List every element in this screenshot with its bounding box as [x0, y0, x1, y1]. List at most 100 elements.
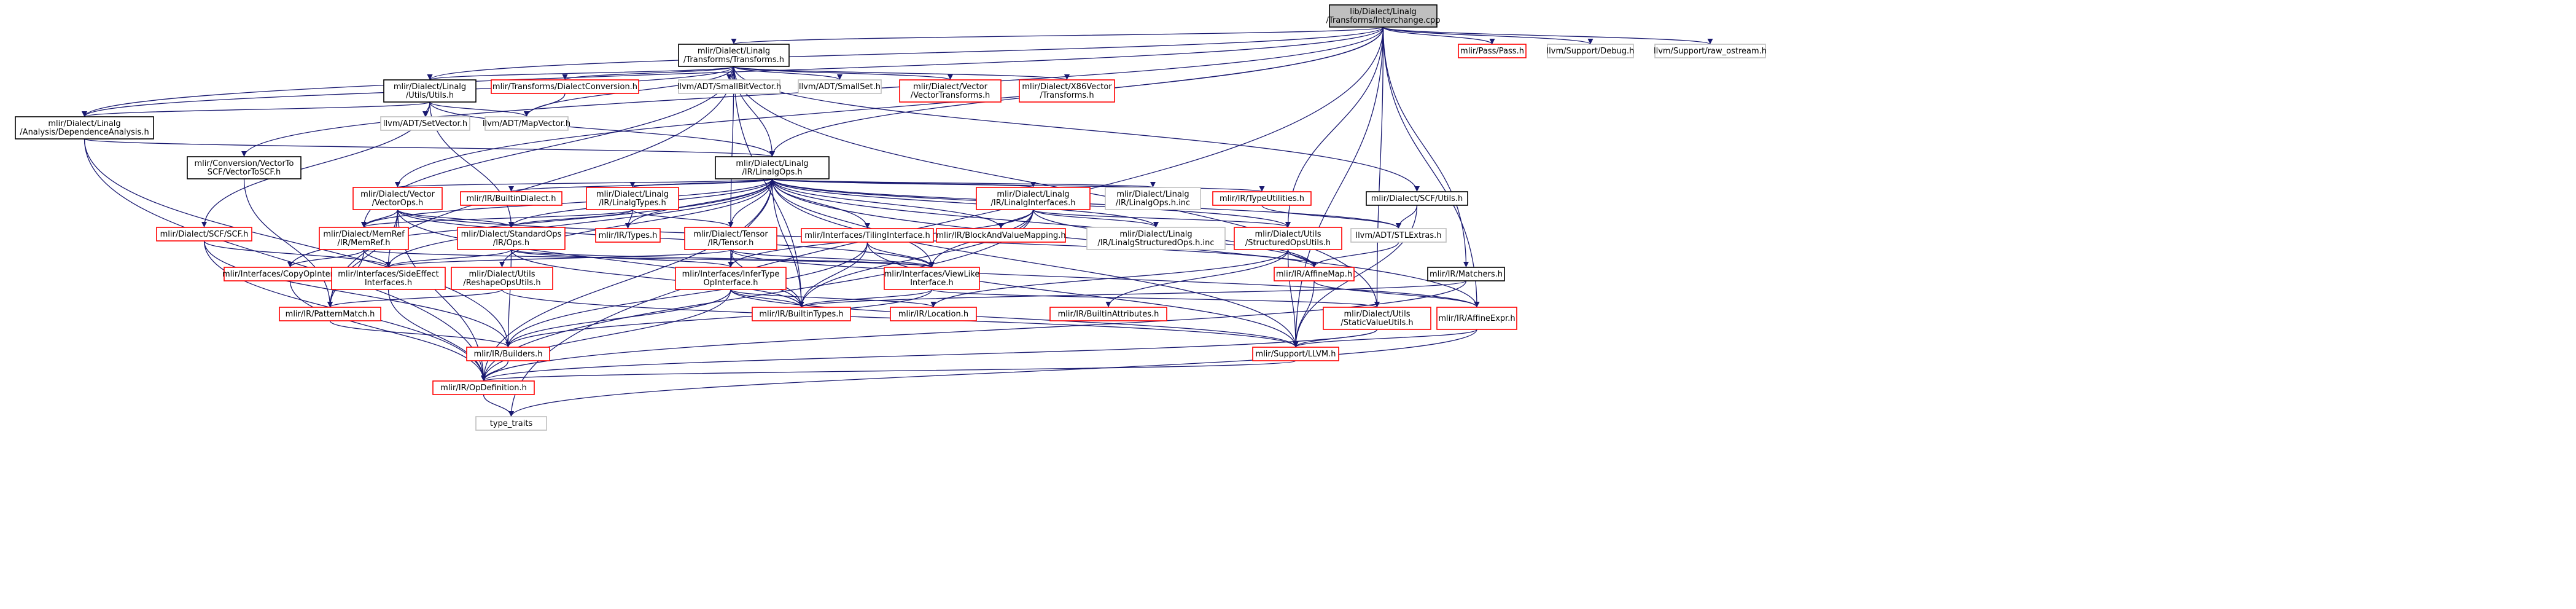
node-label: mlir/Conversion/VectorTo	[195, 159, 294, 168]
node-box	[1234, 227, 1342, 250]
node-linalgops[interactable]: mlir/Dialect/Linalg/IR/LinalgOps.h	[715, 156, 830, 179]
node-linalginterfaces[interactable]: mlir/Dialect/Linalg/IR/LinalgInterfaces.…	[976, 187, 1091, 210]
node-structuredopsinc[interactable]: mlir/Dialect/Linalg/IR/LinalgStructuredO…	[1086, 227, 1226, 250]
node-box	[1274, 267, 1355, 281]
node-tilinginterface[interactable]: mlir/Interfaces/TilingInterface.h	[801, 228, 934, 243]
node-affinemap[interactable]: mlir/IR/AffineMap.h	[1274, 267, 1355, 281]
node-box	[1105, 187, 1201, 210]
node-linalgtypes[interactable]: mlir/Dialect/Linalg/IR/LinalgTypes.h	[586, 187, 679, 210]
node-label: mlir/Dialect/MemRef	[323, 230, 405, 239]
node-box	[15, 116, 154, 139]
node-type_traits[interactable]: type_traits	[475, 416, 547, 431]
node-box	[491, 79, 639, 94]
node-memref[interactable]: mlir/Dialect/MemRef/IR/MemRef.h	[319, 227, 409, 250]
node-builtinattributes[interactable]: mlir/IR/BuiltinAttributes.h	[1049, 307, 1167, 321]
node-x86vector[interactable]: mlir/Dialect/X86Vector/Transforms.h	[1019, 79, 1115, 103]
node-box	[156, 227, 252, 242]
node-smallset[interactable]: llvm/ADT/SmallSet.h	[798, 79, 882, 94]
node-matchers[interactable]: mlir/IR/Matchers.h	[1427, 267, 1505, 281]
node-box	[279, 307, 381, 321]
node-box	[715, 156, 830, 179]
node-label: mlir/Dialect/Utils	[469, 270, 535, 279]
node-pass[interactable]: mlir/Pass/Pass.h	[1458, 44, 1527, 58]
edge-root-to-llvm	[1293, 26, 1384, 348]
node-tensor[interactable]: mlir/Dialect/Tensor/IR/Tensor.h	[684, 227, 777, 250]
edge-linalgops-to-vectorops	[395, 178, 773, 188]
edge-root-to-pass	[1382, 26, 1495, 45]
edge-linalgtypes-to-memref	[361, 209, 633, 228]
node-box	[466, 347, 550, 361]
node-scfutils[interactable]: mlir/Dialect/SCF/Utils.h	[1366, 191, 1468, 206]
node-dialectconv[interactable]: mlir/Transforms/DialectConversion.h	[491, 79, 639, 94]
node-reshapeopsutils[interactable]: mlir/Dialect/Utils/ReshapeOpsUtils.h	[451, 267, 553, 290]
edge-memref-to-copyopinterface	[287, 249, 365, 268]
edge-depanalysis-to-opdefinition	[84, 138, 487, 382]
node-builtindialect[interactable]: mlir/IR/BuiltinDialect.h	[460, 191, 562, 206]
node-label: /IR/LinalgOps.h	[742, 168, 802, 177]
edge-root-to-staticvalueutils	[1374, 26, 1384, 308]
node-label: mlir/IR/PatternMatch.h	[286, 310, 375, 319]
node-opdefinition[interactable]: mlir/IR/OpDefinition.h	[432, 380, 535, 395]
node-label: /IR/Ops.h	[493, 238, 529, 248]
edge-affineexpr-to-type_traits	[508, 329, 1477, 417]
node-debug[interactable]: llvm/Support/Debug.h	[1547, 44, 1635, 58]
node-stlextras[interactable]: llvm/ADT/STLExtras.h	[1350, 228, 1447, 243]
edge-infertype-to-builders	[505, 289, 731, 348]
node-smallbitvector[interactable]: llvm/ADT/SmallBitVector.h	[677, 79, 782, 94]
node-label: mlir/IR/OpDefinition.h	[440, 383, 527, 393]
node-typeutilities[interactable]: mlir/IR/TypeUtilities.h	[1212, 191, 1312, 206]
node-vectorops[interactable]: mlir/Dialect/Vector/VectorOps.h	[352, 187, 443, 210]
node-builders[interactable]: mlir/IR/Builders.h	[466, 347, 550, 361]
node-label: mlir/Dialect/Linalg	[736, 159, 808, 168]
edge-tilinginterface-to-llvm	[866, 242, 1299, 348]
node-label: mlir/Dialect/Linalg	[596, 190, 669, 199]
edge-builders-to-opdefinition	[480, 360, 509, 382]
node-llvm[interactable]: mlir/Support/LLVM.h	[1252, 347, 1339, 361]
node-mapvector[interactable]: llvm/ADT/MapVector.h	[483, 116, 570, 131]
node-scf[interactable]: mlir/Dialect/SCF/SCF.h	[156, 227, 252, 242]
node-depanalysis[interactable]: mlir/Dialect/Linalg/Analysis/DependenceA…	[15, 116, 154, 139]
node-box	[331, 267, 446, 290]
node-patternmatch[interactable]: mlir/IR/PatternMatch.h	[279, 307, 381, 321]
node-irtypes[interactable]: mlir/IR/Types.h	[595, 228, 661, 243]
node-box	[1212, 191, 1312, 206]
node-label: mlir/Dialect/Linalg	[48, 119, 120, 128]
edge-standardops-to-viewlike	[510, 249, 935, 268]
node-transforms[interactable]: mlir/Dialect/Linalg/Transforms/Transform…	[678, 44, 790, 67]
node-label: /VectorTransforms.h	[911, 91, 990, 100]
node-setvector[interactable]: llvm/ADT/SetVector.h	[380, 116, 470, 131]
node-copyopinterface[interactable]: mlir/Interfaces/CopyOpInterface.h	[222, 267, 358, 281]
node-utils[interactable]: mlir/Dialect/Linalg/Utils/Utils.h	[383, 79, 477, 103]
node-blockandvalue[interactable]: mlir/IR/BlockAndValueMapping.h	[936, 228, 1066, 243]
node-raw_ostream[interactable]: llvm/Support/raw_ostream.h	[1654, 44, 1767, 58]
node-label: mlir/Dialect/Vector	[360, 190, 435, 199]
edge-patternmatch-to-builders	[329, 320, 511, 348]
node-label: llvm/Support/Debug.h	[1547, 47, 1635, 56]
node-box	[678, 79, 780, 94]
node-label: /Transforms/Transforms.h	[683, 55, 784, 65]
node-linalgopsinc[interactable]: mlir/Dialect/Linalg/IR/LinalgOps.h.inc	[1105, 187, 1201, 210]
node-box	[1547, 44, 1634, 58]
node-label: mlir/IR/AffineExpr.h	[1438, 314, 1515, 323]
node-label: mlir/IR/Location.h	[898, 310, 968, 319]
node-location[interactable]: mlir/IR/Location.h	[890, 307, 977, 321]
node-label: /StructuredOpsUtils.h	[1245, 238, 1331, 248]
node-standardops[interactable]: mlir/Dialect/StandardOps/IR/Ops.h	[457, 227, 566, 250]
node-vectortransforms[interactable]: mlir/Dialect/Vector/VectorTransforms.h	[899, 79, 1002, 103]
node-label: llvm/ADT/MapVector.h	[483, 119, 570, 128]
node-staticvalueutils[interactable]: mlir/Dialect/Utils/StaticValueUtils.h	[1323, 307, 1431, 330]
edge-transforms-to-vectortransforms	[733, 66, 953, 81]
node-box	[1458, 44, 1527, 58]
node-structuredopsutils[interactable]: mlir/Dialect/Utils/StructuredOpsUtils.h	[1234, 227, 1342, 250]
node-builtintypes[interactable]: mlir/IR/BuiltinTypes.h	[752, 307, 851, 321]
node-box	[457, 227, 566, 250]
node-conv_vectorscf[interactable]: mlir/Conversion/VectorToSCF/VectorToSCF.…	[187, 156, 302, 179]
node-box	[432, 380, 535, 395]
edge-linalgtypes-to-standardops	[508, 209, 633, 228]
node-affineexpr[interactable]: mlir/IR/AffineExpr.h	[1436, 307, 1517, 330]
node-box	[675, 267, 787, 290]
node-box	[976, 187, 1091, 210]
